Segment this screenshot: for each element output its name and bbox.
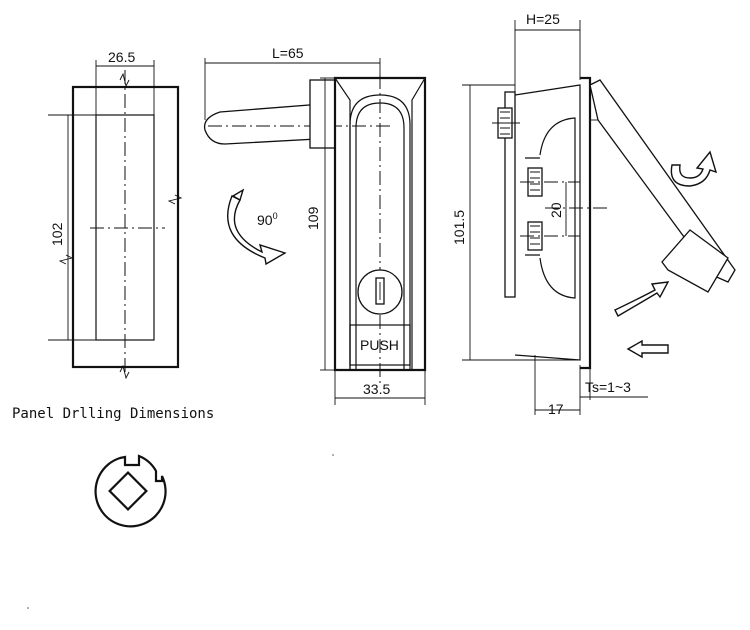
side-spacing-label: 20 (548, 202, 564, 218)
handle-lever (203, 102, 336, 145)
rotation-arrow-icon (227, 195, 287, 266)
front-view: L=65 PUSH 109 33.5 900 (203, 45, 427, 405)
panel-drilling-caption: Panel Drlling Dimensions (12, 406, 214, 422)
keyed-hole-shape (94, 454, 167, 528)
side-handle-grip (661, 229, 729, 293)
upper-fastener-icon (492, 107, 520, 139)
push-direction-arrow-icon (626, 339, 669, 359)
side-view: H=25 20 101.5 (451, 11, 736, 417)
side-base-label: 17 (548, 401, 564, 417)
lift-arrow-icon (614, 281, 670, 317)
side-height-label: 101.5 (451, 210, 467, 245)
cutout-height-label: 102 (49, 222, 65, 246)
rotation-label: 900 (257, 211, 278, 228)
side-panel-plate (504, 91, 516, 298)
front-length-label: L=65 (272, 45, 304, 61)
panel-cutout-view: 26.5 102 (48, 49, 183, 380)
push-button-outline (349, 324, 411, 366)
side-rotation-arrow-icon (670, 150, 718, 187)
side-thickness-label: Ts=1~3 (585, 379, 631, 395)
front-height-label: 109 (305, 206, 321, 230)
side-housing (514, 84, 581, 361)
cutout-width-label: 26.5 (108, 49, 135, 65)
side-depth-label: H=25 (526, 11, 560, 27)
push-label: PUSH (360, 337, 399, 353)
front-width-label: 33.5 (363, 381, 390, 397)
square-hole (108, 471, 148, 511)
